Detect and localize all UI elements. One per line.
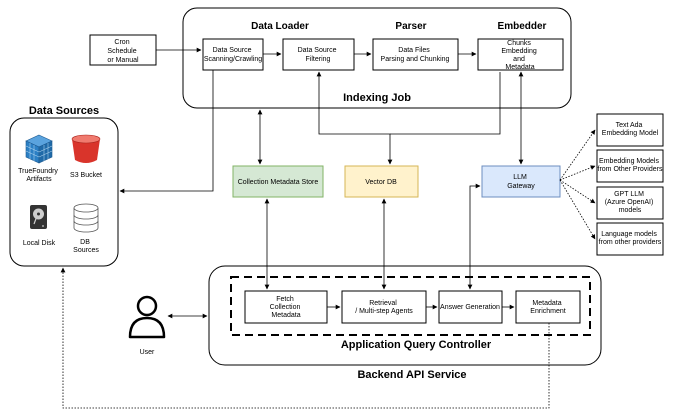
db-sources-label: DB Sources — [73, 239, 99, 254]
filtering-box — [282, 38, 355, 71]
provider-box-3 — [596, 186, 664, 220]
parser-header: Parser — [395, 21, 426, 32]
filtering-text: Data Source Filtering — [298, 47, 339, 63]
hard-disk-icon — [30, 205, 47, 229]
indexing-job-title: Indexing Job — [343, 92, 411, 104]
data-loader-header: Data Loader — [251, 21, 309, 32]
connectors — [119, 47, 524, 319]
arrow-scanning-to-data-sources — [119, 70, 214, 194]
retrieval-text: Retrieval / Multi-step Agents — [355, 300, 413, 315]
provider-label-4: Language models from other providers — [599, 231, 662, 246]
database-icon — [73, 203, 99, 233]
answer-text: Answer Generation — [440, 304, 500, 311]
parsing-text: Data Files Parsing and Chunking — [381, 47, 450, 63]
scanning-text: Data Source Scanning/Crawling — [204, 47, 262, 63]
collection-metadata-store-box — [232, 165, 324, 198]
fetch-box — [244, 290, 328, 324]
arrow-filtering-to-vector-db — [316, 71, 393, 165]
user-icon — [128, 295, 166, 339]
fetch-text: Fetch Collection Metadata — [270, 296, 303, 319]
user-label: User — [140, 349, 155, 356]
s3-bucket-icon — [71, 134, 101, 163]
local-disk-label: Local Disk — [23, 240, 56, 247]
vector-db-box — [344, 165, 419, 198]
answer-box — [438, 290, 503, 324]
data-sources-title: Data Sources — [29, 105, 99, 117]
parsing-box — [372, 38, 459, 71]
truefoundry-cube-icon — [25, 134, 53, 164]
s3-label: S3 Bucket — [70, 172, 102, 179]
enrichment-text: Metadata Enrichment — [530, 300, 565, 315]
embedding-box — [477, 38, 564, 71]
embedder-header: Embedder — [498, 21, 547, 32]
provider-label-2: Embedding Models from Other Providers — [598, 158, 663, 173]
retrieval-box — [341, 290, 427, 324]
vector-db-label: Vector DB — [365, 179, 397, 186]
embedding-text: Chunks Embedding and Metadata — [501, 40, 538, 71]
provider-label-3: GPT LLM (Azure OpenAI) models — [605, 191, 656, 214]
provider-box-1 — [596, 113, 664, 147]
arrow-answer-gateway — [467, 183, 481, 290]
llm-gateway-box — [481, 165, 561, 198]
backend-service-title: Backend API Service — [357, 369, 466, 381]
query-controller-title: Application Query Controller — [341, 339, 492, 351]
llm-gateway-label: LLM Gateway — [507, 174, 535, 190]
collection-metadata-store-label: Collection Metadata Store — [238, 179, 319, 186]
scanning-box — [202, 38, 264, 71]
cron-text: Cron Schedule or Manual — [107, 39, 139, 64]
provider-box-4 — [596, 222, 664, 256]
provider-box-2 — [596, 149, 664, 183]
provider-label-1: Text Ada Embedding Model — [602, 122, 659, 137]
truefoundry-label: TrueFoundry Artifacts — [18, 168, 60, 183]
provider-links — [559, 129, 596, 240]
arrow-embedding-to-vector-db — [390, 72, 501, 135]
enrichment-box — [515, 290, 581, 324]
enrichment-to-data-sources-link — [60, 267, 550, 409]
